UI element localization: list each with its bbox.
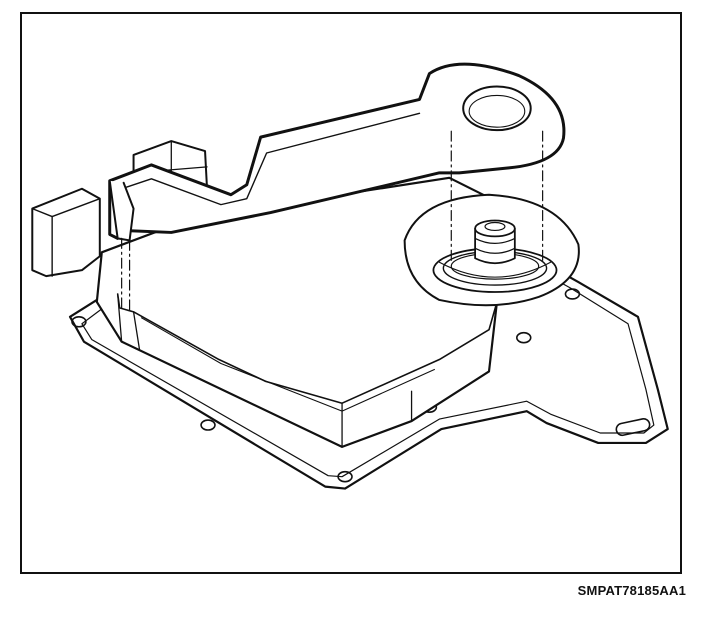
bolt-hole <box>200 419 216 431</box>
bolt-hole <box>337 470 353 483</box>
mounting-slot <box>615 418 651 437</box>
diagram-frame <box>20 12 682 574</box>
figure-code: SMPAT78185AA1 <box>577 583 686 598</box>
lever-eye-hole <box>462 85 532 132</box>
alignment-guide-lines <box>121 130 544 313</box>
bolt-hole <box>564 288 581 300</box>
switch-assembly-illustration <box>31 62 669 490</box>
shaft <box>474 219 516 265</box>
bolt-hole <box>516 331 532 344</box>
bolt-hole <box>71 316 87 328</box>
shift-lever <box>108 62 566 242</box>
